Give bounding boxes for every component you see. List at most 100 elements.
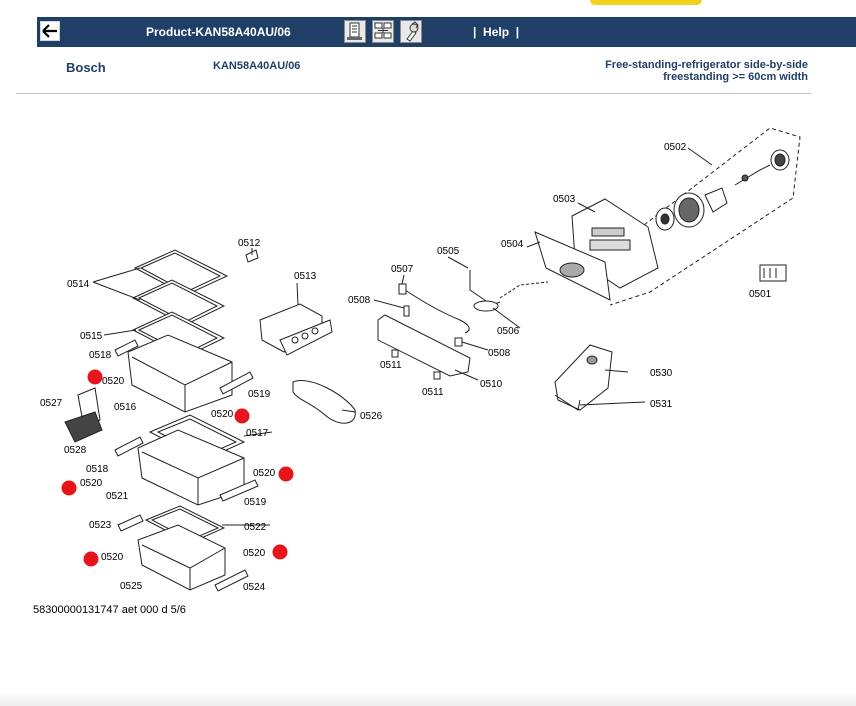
part-0513-egg-tray: [259, 303, 333, 356]
part-0524-rail: [214, 569, 249, 592]
part-0511-screw: [391, 349, 399, 358]
part-label[interactable]: 0512: [238, 238, 261, 249]
hotspot-marker[interactable]: [83, 551, 99, 567]
part-label[interactable]: 0505: [437, 246, 460, 257]
cover-vent: [559, 262, 585, 278]
leader-0503: [577, 202, 596, 213]
part-label[interactable]: 0518: [89, 350, 112, 361]
part-label[interactable]: 0525: [120, 581, 143, 592]
part-label[interactable]: 0524: [243, 582, 266, 593]
part-0525-drawer: [137, 524, 226, 591]
part-label[interactable]: 0520: [253, 468, 276, 479]
part-0507-connector: [398, 283, 407, 295]
part-0506-seal: [473, 300, 499, 312]
part-label[interactable]: 0520: [102, 376, 125, 387]
hotspot-marker[interactable]: [87, 369, 103, 385]
help-link[interactable]: Help: [483, 25, 510, 39]
bottom-fade: [0, 692, 856, 706]
part-0514-shelves: [131, 249, 229, 358]
leader-0505: [447, 256, 469, 269]
model-number: KAN58A40AU/06: [213, 60, 301, 72]
part-label[interactable]: 0503: [553, 194, 576, 205]
part-label[interactable]: 0520: [243, 548, 266, 559]
part-0518-rail: [114, 339, 139, 357]
part-label[interactable]: 0511: [422, 387, 444, 398]
part-label[interactable]: 0502: [664, 142, 687, 153]
tools-icon: [406, 21, 419, 42]
part-label[interactable]: 0516: [114, 402, 137, 413]
part-label[interactable]: 0520: [211, 409, 234, 420]
exploded-view-icon: [374, 22, 392, 39]
part-label[interactable]: 0508: [348, 295, 371, 306]
leader-0526: [341, 409, 356, 413]
part-label[interactable]: 0528: [64, 445, 87, 456]
part-0508-plug: [403, 305, 410, 317]
product-category: Free-standing-refrigerator side-by-side …: [548, 59, 808, 83]
part-label[interactable]: 0518: [86, 464, 109, 475]
leader-0502: [687, 147, 713, 166]
part-label[interactable]: 0507: [391, 264, 414, 275]
part-label[interactable]: 0520: [80, 478, 103, 489]
part-label[interactable]: 0508: [488, 348, 511, 359]
part-label[interactable]: 0521: [106, 491, 129, 502]
part-label[interactable]: 0522: [244, 522, 267, 533]
part-label[interactable]: 0527: [40, 398, 63, 409]
part-label[interactable]: 0526: [360, 411, 383, 422]
part-label[interactable]: 0515: [80, 331, 103, 342]
part-0512: [245, 249, 259, 263]
product-title: Product-KAN58A40AU/06: [146, 25, 291, 39]
part-0531: [554, 394, 581, 411]
part-label[interactable]: 0523: [89, 520, 112, 531]
leader-0510: [454, 369, 479, 381]
part-label[interactable]: 0514: [67, 279, 90, 290]
part-0505-pin: [469, 270, 501, 306]
part-label[interactable]: 0501: [749, 289, 772, 300]
leader-0531: [579, 401, 646, 406]
part-0510-strip: [377, 314, 471, 377]
exploded-view-button[interactable]: [372, 20, 394, 43]
part-label[interactable]: 0506: [497, 326, 520, 337]
part-label[interactable]: 0530: [650, 368, 673, 379]
part-label[interactable]: 0519: [244, 497, 267, 508]
part-label[interactable]: 0510: [480, 379, 503, 390]
parts-list-icon: [347, 22, 362, 40]
leader-0514b: [92, 281, 141, 301]
hotspot-marker[interactable]: [272, 544, 288, 560]
part-label[interactable]: 0531: [650, 399, 673, 410]
hotspot-marker[interactable]: [234, 408, 250, 424]
drawing-code: 58300000131747 aet 000 d 5/6: [33, 604, 186, 616]
part-0502-fan: [655, 149, 790, 231]
leader-0530: [604, 369, 629, 373]
brand-name: Bosch: [66, 60, 106, 75]
parts-list-button[interactable]: [344, 20, 366, 43]
part-label[interactable]: 0519: [248, 389, 271, 400]
back-arrow-icon: [42, 24, 57, 38]
part-0523-rail: [117, 514, 144, 532]
part-0519-rail: [219, 371, 254, 395]
category-line-1: Free-standing-refrigerator side-by-side: [605, 59, 808, 71]
hotspot-marker[interactable]: [278, 466, 294, 482]
part-0501: [759, 264, 787, 282]
part-0519-rail-b: [219, 479, 259, 502]
hose-line: [499, 281, 549, 299]
part-label[interactable]: 0513: [294, 271, 317, 282]
part-0516-drawer: [127, 334, 233, 413]
hotspot-marker[interactable]: [61, 480, 77, 496]
assembly-outline: [609, 127, 801, 306]
help-separator-right: |: [515, 25, 520, 39]
part-label[interactable]: 0520: [101, 552, 124, 563]
leader-0506: [492, 307, 521, 329]
back-button[interactable]: [40, 21, 60, 41]
part-label[interactable]: 0517: [246, 428, 269, 439]
help-separator-left: |: [473, 25, 477, 39]
part-label[interactable]: 0511: [380, 360, 402, 371]
part-0518-rail-b: [114, 436, 144, 457]
leader-0504: [526, 241, 541, 248]
tools-button[interactable]: [400, 20, 422, 43]
leader-0515: [103, 329, 137, 336]
leader-0517: [243, 431, 273, 437]
part-label[interactable]: 0504: [501, 239, 524, 250]
leader-0508b: [461, 341, 489, 351]
leader-0513: [296, 282, 299, 306]
